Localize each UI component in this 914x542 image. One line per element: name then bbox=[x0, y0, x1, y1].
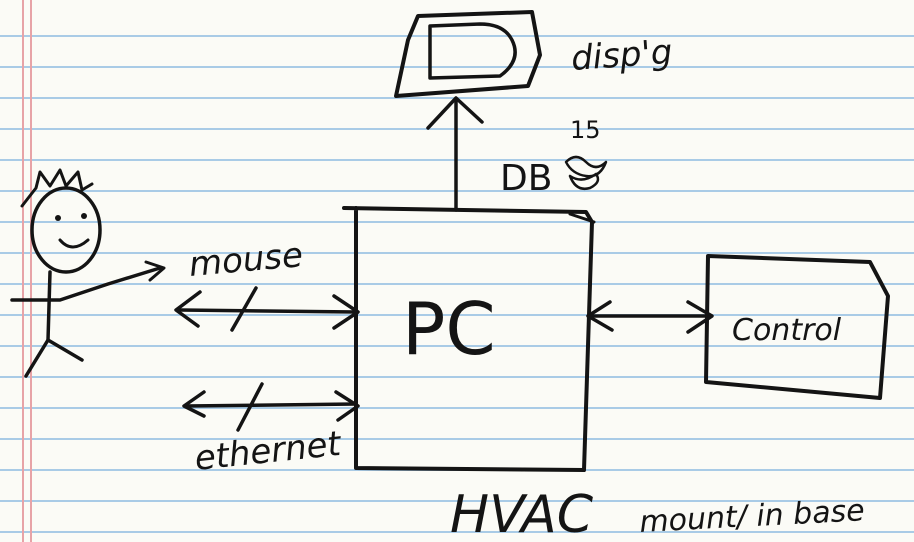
display-label: disp'g bbox=[570, 32, 674, 79]
hvac-label: HVAC bbox=[450, 485, 594, 542]
db-label: DB bbox=[500, 158, 552, 199]
display-monitor-icon bbox=[394, 10, 542, 98]
ethernet-arrow bbox=[182, 382, 360, 432]
pc-control-arrow bbox=[586, 300, 714, 334]
pc-to-display-arrow bbox=[426, 96, 484, 212]
db-superscript-label: 15 bbox=[570, 116, 601, 144]
control-label: Control bbox=[732, 313, 842, 348]
pc-label: PC bbox=[402, 287, 496, 371]
pc-box bbox=[342, 206, 596, 472]
mouse-label: mouse bbox=[187, 235, 304, 285]
margin-line-right bbox=[30, 0, 32, 542]
hand-arrowhead bbox=[144, 260, 166, 282]
scribble-mark bbox=[564, 155, 608, 190]
mouse-arrow bbox=[174, 286, 360, 332]
ethernet-label: ethernet bbox=[193, 424, 345, 479]
footnote-label: mount/ in base bbox=[639, 493, 866, 540]
person-stick-figure-icon bbox=[10, 168, 162, 378]
margin-line-left bbox=[22, 0, 24, 542]
control-box bbox=[704, 254, 890, 400]
